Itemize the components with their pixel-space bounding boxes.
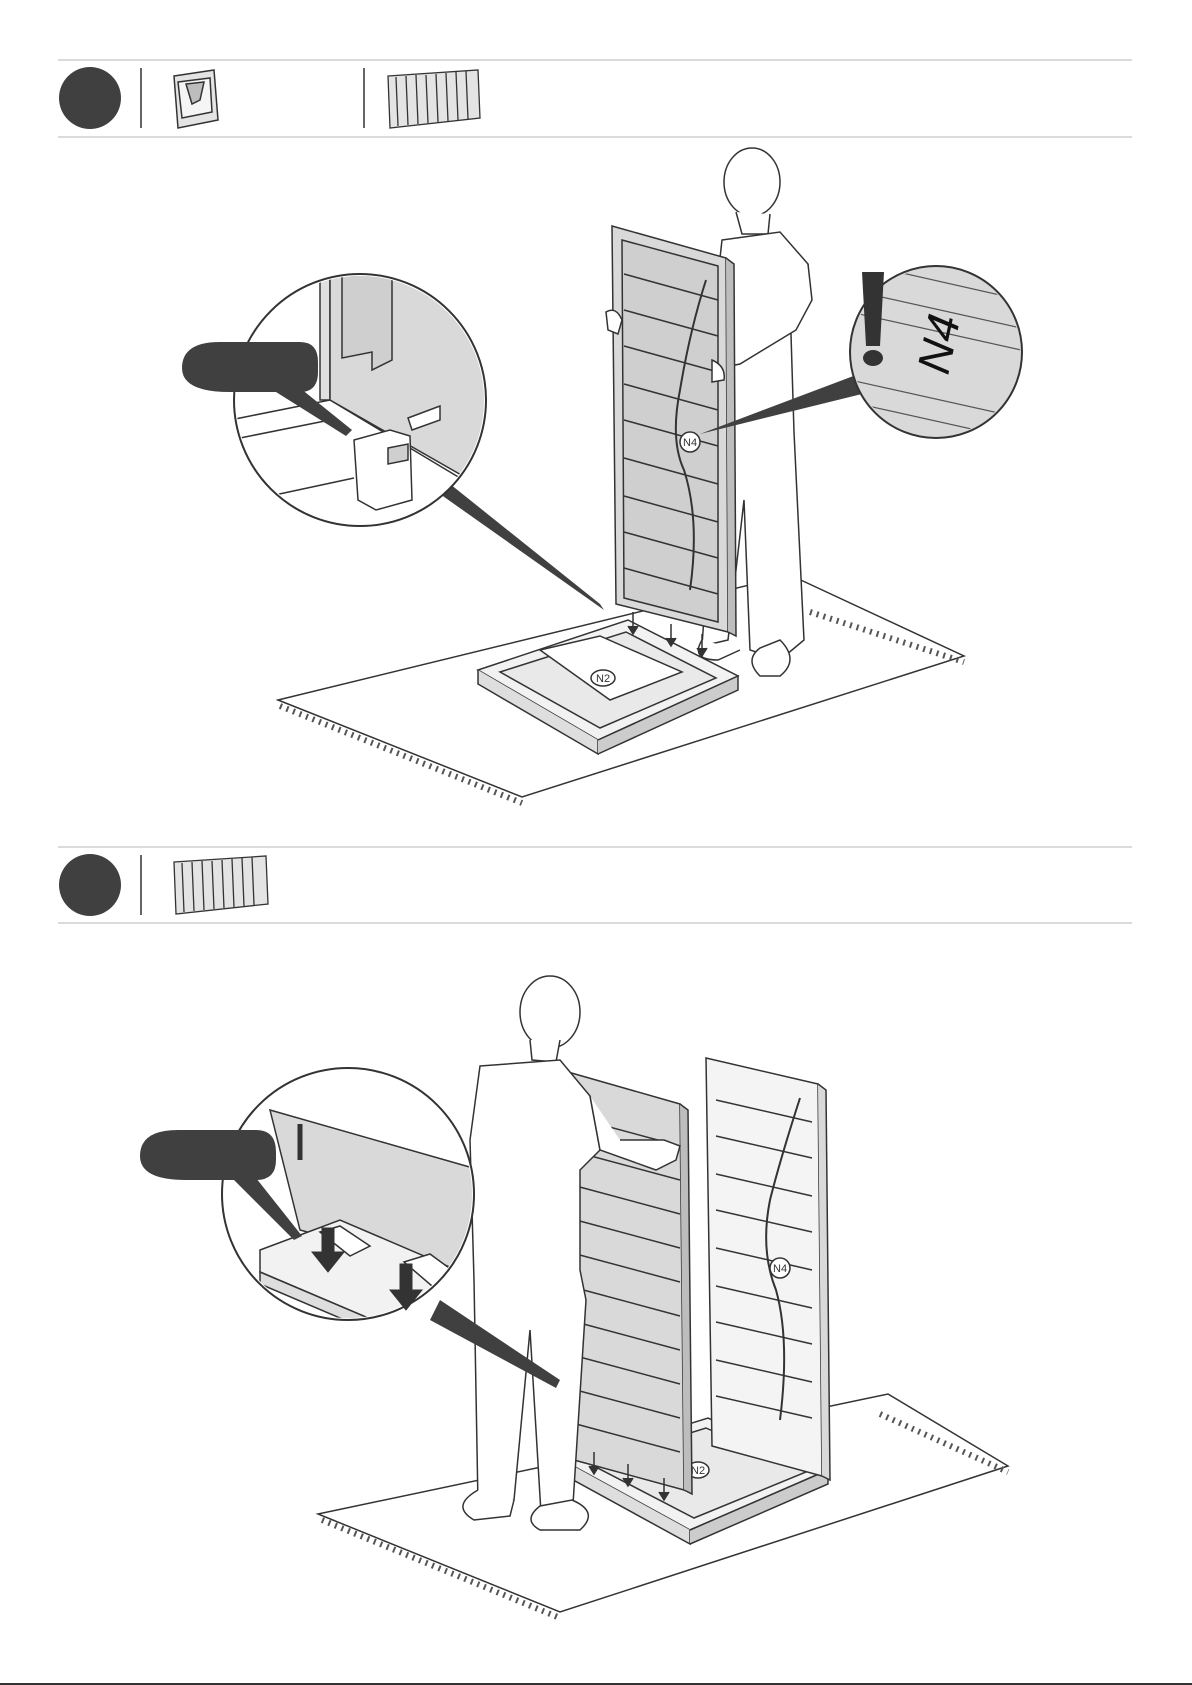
wall-panel-icon [174, 856, 268, 914]
wall-panel-icon [388, 70, 480, 128]
step2-number-circle [59, 854, 121, 916]
panel-marking-label: N4 [683, 437, 697, 449]
step2-header [58, 847, 1132, 923]
step1-header [58, 60, 1132, 137]
step1-number-circle [59, 67, 121, 129]
callout-pointer [440, 484, 604, 610]
step1-warning-callout: N4 [850, 266, 1040, 442]
door-panel-icon [174, 70, 218, 128]
base-marking-label: N2 [691, 1465, 705, 1477]
base-marking-label: N2 [596, 673, 610, 685]
installed-wall-panel: N4 [706, 1058, 830, 1480]
wall-panel: N4 [612, 226, 736, 636]
step1-zoom-callout [230, 270, 500, 560]
panel-marking-label: N4 [773, 1263, 787, 1275]
base-n2-marking: N2 [591, 670, 615, 686]
